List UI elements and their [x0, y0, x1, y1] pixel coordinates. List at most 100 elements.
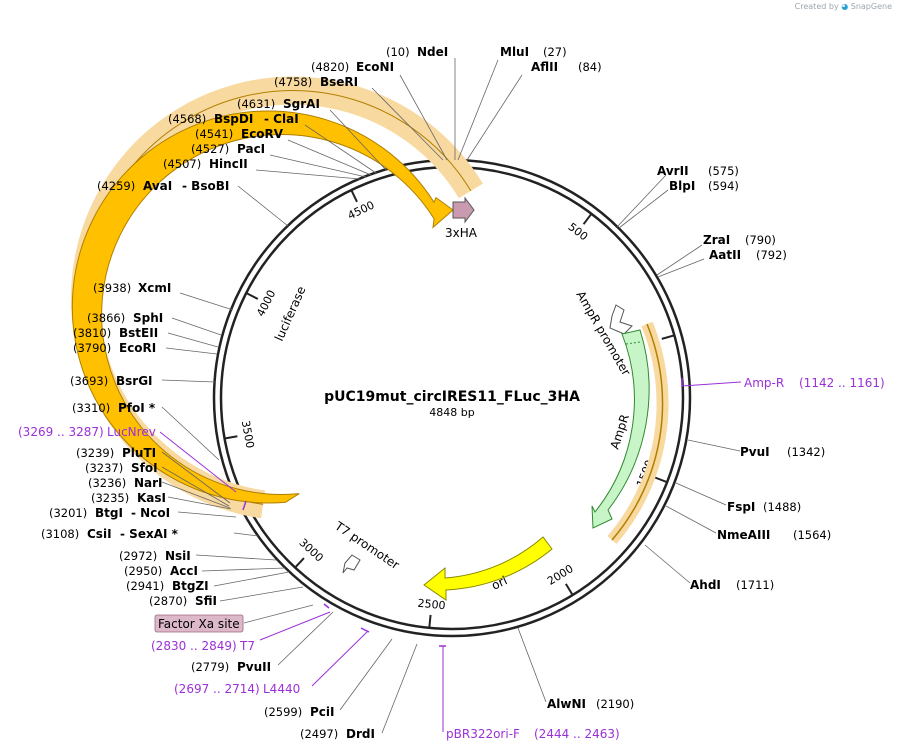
aatii-pos: (792) [756, 248, 787, 262]
ori-label: ori [489, 573, 509, 592]
tick-label-2500: 2500 [417, 597, 446, 613]
sfii-name: SfiI [195, 594, 217, 608]
avrii-name: AvrII [657, 164, 689, 178]
pluti-pos: (3239) [76, 446, 114, 460]
pfoi-name: PfoI * [118, 401, 156, 415]
tick-mark-3500 [224, 435, 238, 440]
csii-pos: (3108) [41, 527, 79, 541]
pvuii-pos: (2779) [191, 660, 229, 674]
tick-label-4500: 4500 [346, 198, 377, 222]
aatii-name: AatII [709, 248, 741, 262]
btgzi-name: BtgZI [172, 579, 209, 593]
tick-label-3500: 3500 [239, 419, 257, 449]
paci-pos: (4527) [191, 142, 229, 156]
l4440-primer-name: L4440 [263, 682, 300, 696]
tick-mark-500 [582, 213, 593, 225]
tick-mark-3000 [294, 557, 305, 569]
bsrgi-name: BsrGI [116, 374, 153, 388]
factor-xa-box[interactable] [154, 614, 244, 633]
nari-name: NarI [134, 476, 163, 490]
aflii-pos: (84) [578, 60, 602, 74]
xcmi-pos: (3938) [93, 281, 131, 295]
mlui-name: MluI [500, 45, 529, 59]
plasmid-length: 4848 bp [429, 406, 474, 419]
ncoi-name: - NcoI [131, 506, 170, 520]
bsobi-name: - BsoBI [182, 179, 229, 193]
factor-xa-label: Factor Xa site [158, 617, 240, 631]
tick-mark-2500 [428, 614, 432, 628]
econi-pos: (4820) [311, 60, 349, 74]
nmeaiii-name: NmeAIII [717, 528, 770, 542]
sgrai-name: SgrAI [283, 97, 320, 111]
drdi-pos: (2497) [300, 727, 338, 741]
csii-name: CsiI [87, 527, 112, 541]
ori-feature[interactable] [423, 536, 553, 601]
ndei-name: NdeI [417, 45, 448, 59]
ha-tag-feature[interactable] [452, 196, 475, 224]
sfoi-name: SfoI [131, 461, 158, 475]
nsii-name: NsiI [165, 549, 191, 563]
factor-xa-connector [243, 604, 314, 624]
bseri-pos: (4758) [274, 75, 312, 89]
alwni-pos: (2190) [596, 697, 634, 711]
t7-promoter-feature[interactable] [342, 554, 361, 574]
alwni-name: AlwNI [547, 697, 586, 711]
pcii-name: PciI [310, 705, 335, 719]
tick-mark-1000 [661, 334, 675, 340]
tick-mark-2000 [565, 583, 574, 596]
ampr-feature[interactable] [591, 329, 650, 529]
bsteii-pos: (3810) [73, 326, 111, 340]
tick-mark-1500 [654, 476, 668, 484]
acci-name: AccI [170, 564, 198, 578]
sphi-name: SphI [133, 311, 163, 325]
nari-pos: (3236) [88, 476, 126, 490]
acci-pos: (2950) [124, 564, 162, 578]
btgi-name: BtgI [95, 506, 123, 520]
t7-primer-name: T7 [239, 639, 255, 653]
econi-name: EcoNI [356, 60, 394, 74]
t7-promoter-label: T7 promoter [331, 518, 401, 572]
plasmid-name: pUC19mut_circIRES11_FLuc_3HA [324, 389, 580, 405]
tick-mark-4000 [245, 292, 259, 300]
nmeaiii-pos: (1564) [793, 528, 831, 542]
sexai-name: - SexAI * [120, 527, 179, 541]
ecorv-pos: (4541) [195, 127, 233, 141]
paci-name: PacI [237, 142, 265, 156]
drdi-name: DrdI [346, 727, 375, 741]
zrai-name: ZraI [703, 233, 730, 247]
lucnrev-primer-name: LucNrev [107, 425, 156, 439]
avai-pos: (4259) [97, 179, 135, 193]
hincii-name: HincII [209, 157, 248, 171]
pvui-pos: (1342) [787, 445, 825, 459]
xcmi-name: XcmI [138, 281, 171, 295]
luciferase-feature[interactable] [71, 110, 454, 504]
ampr-halo-edge [611, 323, 664, 541]
ha-tag-label: 3xHA [445, 226, 478, 240]
pfoi-pos: (3310) [72, 401, 110, 415]
mlui-pos: (27) [543, 45, 567, 59]
primer-marks [159, 378, 742, 732]
bspdi-name: BspDI [214, 112, 253, 126]
site-connector-lines [161, 58, 741, 734]
tick-label-500: 500 [566, 220, 591, 243]
pvuii-name: PvuII [237, 660, 271, 674]
kasi-name: KasI [137, 491, 166, 505]
bsrgi-pos: (3693) [70, 374, 108, 388]
nsii-pos: (2972) [119, 549, 157, 563]
ecori-name: EcoRI [119, 341, 156, 355]
ampr-promoter-feature[interactable] [609, 304, 633, 335]
sphi-pos: (3866) [87, 311, 125, 325]
pbr322-primer-range: (2444 .. 2463) [534, 727, 620, 741]
hincii-pos: (4507) [163, 157, 201, 171]
lucnrev-primer-range: (3269 .. 3287) [18, 425, 104, 439]
bseri-name: BseRI [320, 75, 358, 89]
avai-name: AvaI [143, 179, 172, 193]
blpi-pos: (594) [708, 179, 739, 193]
sfoi-pos: (3237) [85, 461, 123, 475]
sfii-pos: (2870) [149, 594, 187, 608]
ndei-pos: (10) [386, 45, 410, 59]
clai-name: - ClaI [264, 112, 299, 126]
t7-primer-range: (2830 .. 2849) [151, 639, 237, 653]
fspi-name: FspI [727, 500, 755, 514]
sgrai-pos: (4631) [237, 97, 275, 111]
